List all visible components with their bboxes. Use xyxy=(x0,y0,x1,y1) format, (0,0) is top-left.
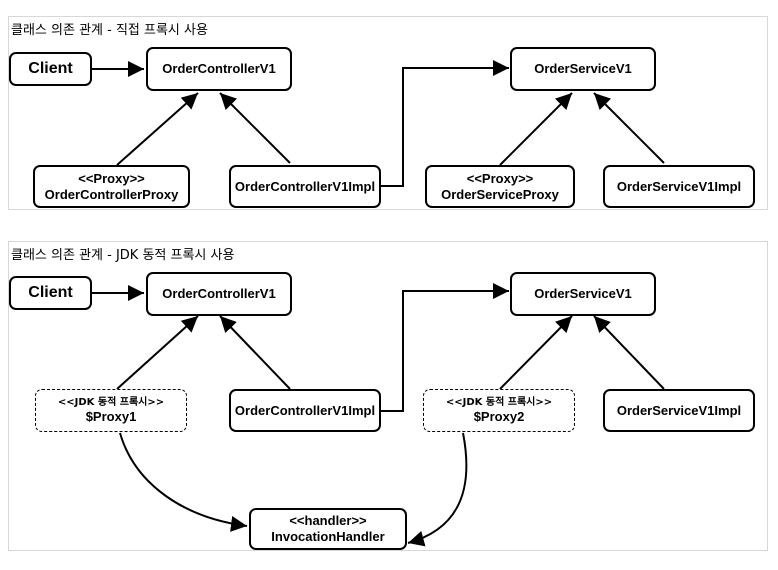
order-controller-v1-label-2: OrderControllerV1 xyxy=(162,286,276,301)
edge-service-proxy-to-service xyxy=(499,92,573,166)
edge-proxy2-to-handler xyxy=(407,432,468,547)
order-service-proxy-label: OrderServiceProxy xyxy=(441,186,559,202)
proxy1-box: <<JDK 동적 프록시>> $Proxy1 xyxy=(35,389,187,432)
panel-2-title: 클래스 의존 관계 - JDK 동적 프록시 사용 xyxy=(11,248,235,263)
client-box: Client xyxy=(9,52,92,86)
order-controller-v1-impl-box: OrderControllerV1Impl xyxy=(229,165,381,208)
order-service-v1-impl-label-2: OrderServiceV1Impl xyxy=(616,402,742,418)
invocation-handler-box: <<handler>> InvocationHandler xyxy=(249,508,407,550)
edge-controller-impl2-to-service2 xyxy=(381,283,509,412)
order-controller-v1-impl-label: OrderControllerV1Impl xyxy=(234,178,376,194)
order-service-v1-label: OrderServiceV1 xyxy=(534,61,632,76)
edge-service-impl-to-service xyxy=(593,92,665,164)
stereotype-label: <<Proxy>> xyxy=(78,170,145,186)
stereotype-label: <<Proxy>> xyxy=(466,170,534,186)
client-label: Client xyxy=(28,60,73,77)
order-controller-v1-label: OrderControllerV1 xyxy=(162,61,276,76)
order-service-v1-label-2: OrderServiceV1 xyxy=(534,286,632,301)
edge-controller-impl2-to-controller2 xyxy=(219,315,291,390)
order-service-v1-box-2: OrderServiceV1 xyxy=(510,272,656,316)
order-service-v1-box: OrderServiceV1 xyxy=(510,47,656,91)
edge-controller-impl-to-controller xyxy=(219,92,291,164)
edge-controller-proxy-to-controller xyxy=(116,92,199,166)
order-controller-v1-impl-box-2: OrderControllerV1Impl xyxy=(229,389,381,432)
order-service-proxy-box: <<Proxy>> OrderServiceProxy xyxy=(425,165,575,208)
order-controller-v1-impl-label-2: OrderControllerV1Impl xyxy=(234,402,376,418)
jdk-dynamic-proxy-stereotype: <<JDK 동적 프록시>> xyxy=(57,396,165,408)
proxy2-box: <<JDK 동적 프록시>> $Proxy2 xyxy=(423,389,575,432)
order-service-v1-impl-box-2: OrderServiceV1Impl xyxy=(603,389,755,432)
panel-1-title: 클래스 의존 관계 - 직접 프록시 사용 xyxy=(11,23,208,38)
client-label-2: Client xyxy=(28,284,73,301)
handler-stereotype: <<handler>> xyxy=(289,513,367,528)
edge-controller-impl-to-service xyxy=(381,60,509,187)
client-box-2: Client xyxy=(9,276,92,310)
order-service-v1-impl-label: OrderServiceV1Impl xyxy=(616,178,742,194)
edge-service-impl2-to-service2 xyxy=(593,315,665,390)
proxy1-label: $Proxy1 xyxy=(85,408,137,424)
order-controller-proxy-box: <<Proxy>> OrderControllerProxy xyxy=(33,165,190,208)
jdk-dynamic-proxy-stereotype: <<JDK 동적 프록시>> xyxy=(445,396,553,408)
order-controller-v1-box: OrderControllerV1 xyxy=(146,47,292,91)
edge-proxy1-to-controller2 xyxy=(116,315,199,390)
order-controller-proxy-label: OrderControllerProxy xyxy=(44,186,179,202)
edge-proxy2-to-service2 xyxy=(499,315,573,390)
order-service-v1-impl-box: OrderServiceV1Impl xyxy=(603,165,755,208)
proxy2-label: $Proxy2 xyxy=(473,408,525,424)
invocation-handler-label: InvocationHandler xyxy=(271,529,385,544)
edge-proxy1-to-handler xyxy=(119,432,248,532)
order-controller-v1-box-2: OrderControllerV1 xyxy=(146,272,292,316)
